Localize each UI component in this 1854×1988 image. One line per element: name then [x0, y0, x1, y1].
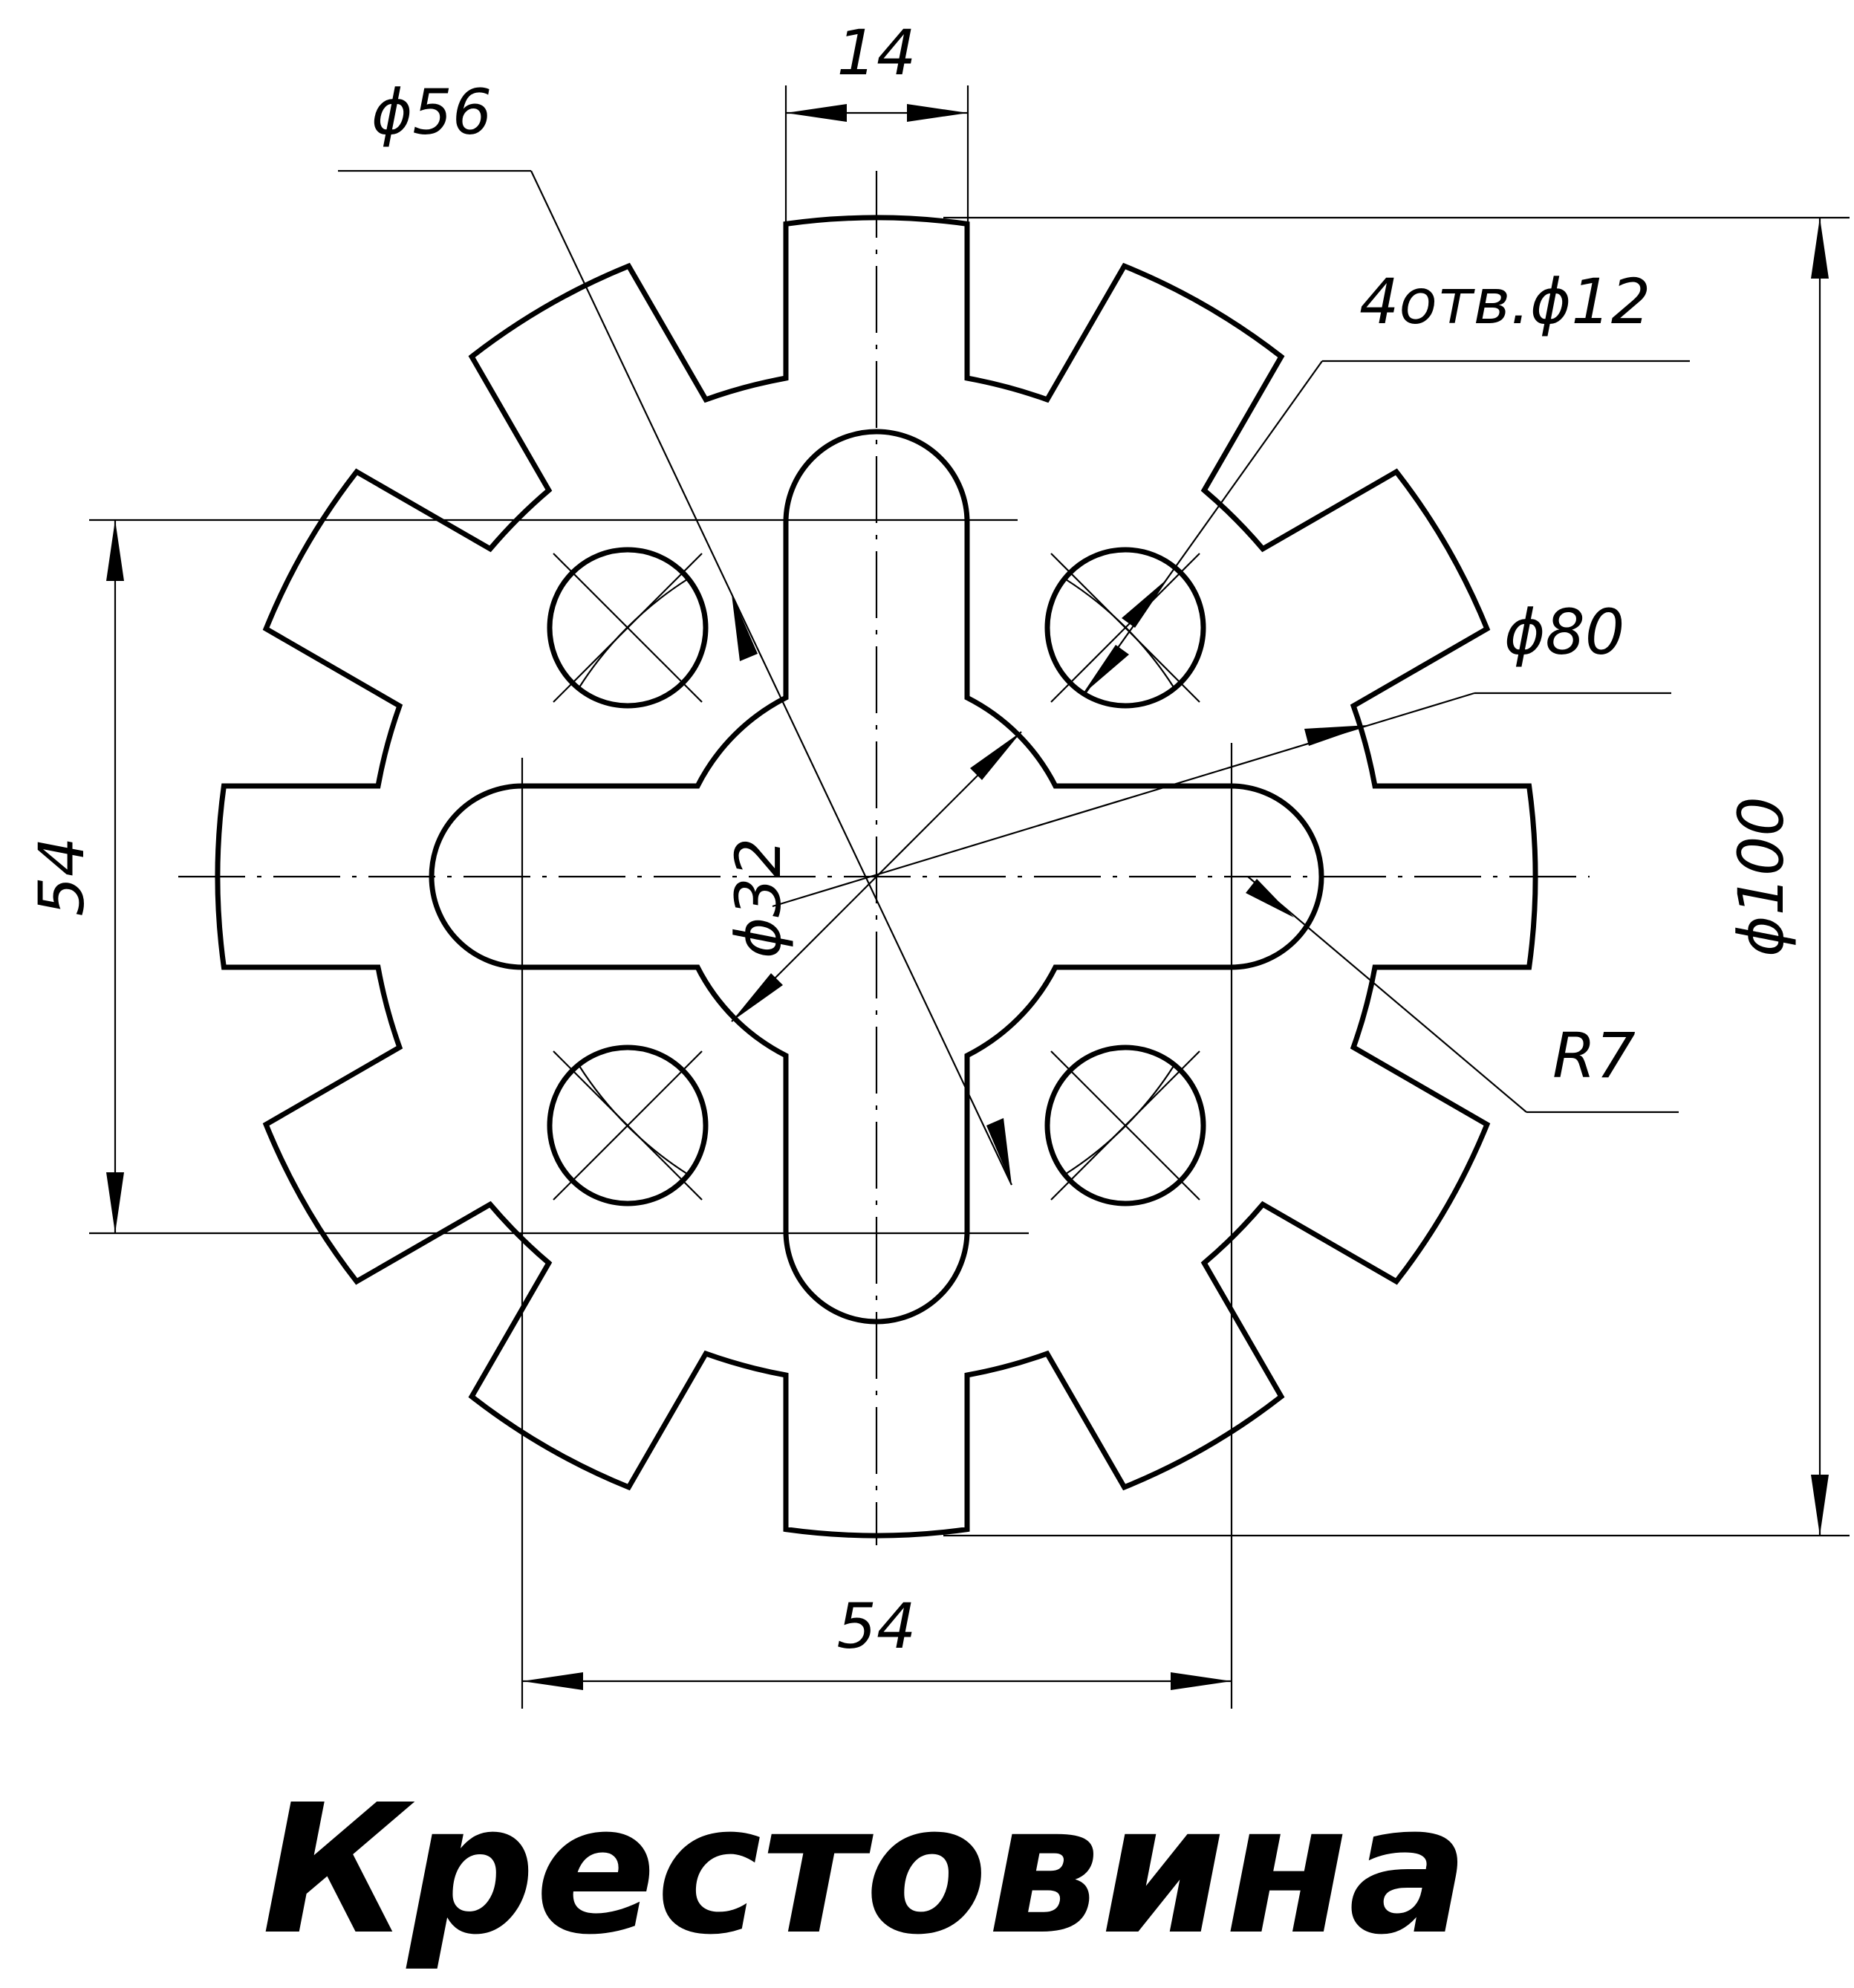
pitch-circle-arcs	[579, 579, 1174, 1175]
dim-outer-diameter-label: ϕ100	[1725, 796, 1798, 957]
dim-pitch-diameter: ϕ80	[772, 596, 1671, 908]
dim-pitch-diameter-label: ϕ80	[1504, 596, 1624, 669]
dim-slot-radius: R7	[1246, 876, 1679, 1114]
gear-outline	[215, 215, 1538, 1539]
dim-inner-diameter-label: ϕ56	[371, 76, 492, 149]
dim-holes-label: 4отв.ϕ12	[1359, 265, 1650, 338]
drawing-title: Крестовина	[262, 1766, 1469, 1974]
dim-center-diameter-label: ϕ32	[722, 838, 795, 958]
dim-outer-diameter: ϕ100	[943, 216, 1850, 1537]
hole-top-right	[1044, 547, 1206, 709]
dim-horizontal-span: 54	[521, 743, 1233, 1709]
hole-bottom-left	[547, 1045, 709, 1206]
dim-slot-width: 14	[784, 16, 969, 223]
dim-horizontal-span-label: 54	[837, 1590, 917, 1663]
dim-vertical-span: 54	[25, 519, 1029, 1235]
cross-slot-outline	[429, 429, 1324, 1325]
dim-slot-width-label: 14	[837, 16, 917, 89]
center-lines	[178, 171, 1590, 1545]
hole-bottom-right	[1044, 1045, 1206, 1206]
dim-inner-diameter: ϕ56	[338, 76, 1012, 1186]
dim-slot-radius-label: R7	[1552, 1019, 1636, 1092]
dim-holes: 4отв.ϕ12	[1082, 265, 1690, 695]
dim-vertical-span-label: 54	[25, 837, 98, 917]
dim-center-diameter: ϕ32	[722, 731, 1022, 1022]
hole-top-left	[547, 547, 709, 709]
